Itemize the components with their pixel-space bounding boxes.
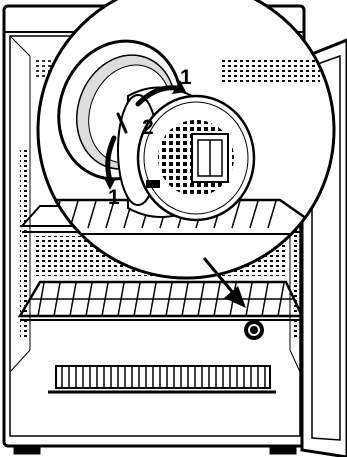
- step-number-top: 1: [180, 66, 192, 89]
- step-number-middle: 2: [142, 116, 154, 139]
- drain-hole: [244, 320, 264, 340]
- step-number-bottom: 1: [108, 186, 120, 209]
